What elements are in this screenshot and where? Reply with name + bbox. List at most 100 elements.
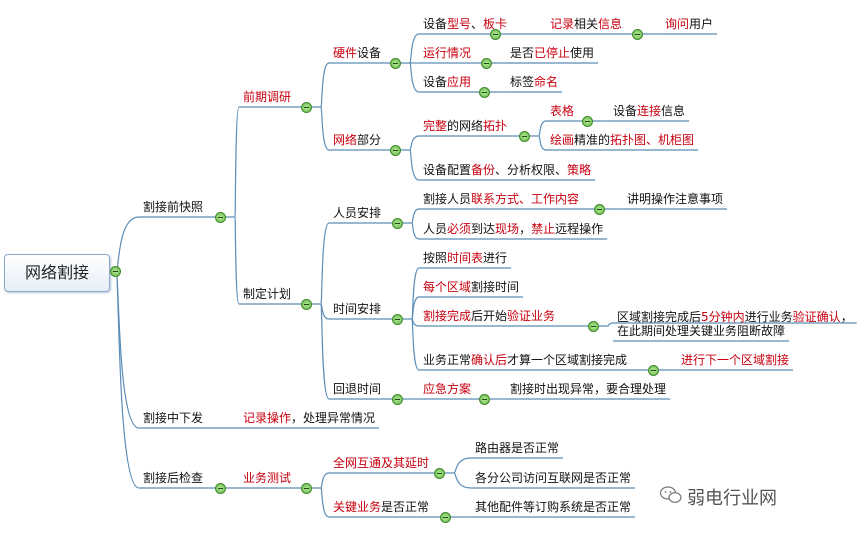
node-hw3a[interactable]: 标签命名: [510, 74, 558, 90]
connector: [607, 322, 614, 327]
node-rb1a[interactable]: 割接时出现异常，要合理处理: [510, 381, 666, 397]
node-text: 远程操作: [555, 222, 604, 236]
node-hw1a[interactable]: 记录相关信息: [550, 16, 622, 32]
node-staff1a[interactable]: 讲明操作注意事项: [627, 191, 723, 207]
node-hw3[interactable]: 设备应用: [423, 74, 471, 90]
node-time[interactable]: 时间安排: [333, 301, 381, 317]
node-biz[interactable]: 业务测试: [243, 470, 291, 486]
node-net1[interactable]: 完整的网络拓扑: [423, 118, 507, 134]
node-text: 完整: [423, 119, 448, 133]
node-text: 应用: [447, 75, 472, 89]
node-time4a[interactable]: 进行下一个区域割接: [681, 352, 789, 368]
node-text: 必须: [447, 222, 472, 236]
node-text: 验证业务: [507, 309, 556, 323]
node-net1b[interactable]: 绘画精准的拓扑图、机柜图: [550, 132, 694, 148]
collapse-icon[interactable]: [392, 394, 403, 405]
node-staff1[interactable]: 割接人员联系方式、工作内容: [423, 191, 579, 207]
collapse-icon[interactable]: [479, 394, 490, 405]
root-node[interactable]: 网络割接: [4, 254, 110, 292]
collapse-icon[interactable]: [215, 483, 226, 494]
node-research[interactable]: 前期调研: [243, 89, 291, 105]
node-time1[interactable]: 按照时间表进行: [423, 250, 507, 266]
node-staff2[interactable]: 人员必须到达现场，禁止远程操作: [423, 221, 603, 237]
node-net[interactable]: 网络部分: [333, 132, 381, 148]
node-staff[interactable]: 人员安排: [333, 205, 381, 221]
connector: [538, 135, 547, 151]
connector: [538, 120, 547, 137]
node-text: 5分钟内: [701, 310, 745, 324]
node-net1a[interactable]: 表格: [550, 103, 574, 119]
connector: [320, 472, 330, 489]
node-text: 在此期间处理关键业务阻断故障: [617, 324, 786, 338]
node-time4[interactable]: 业务正常确认后才算一个区域割接完成: [423, 352, 627, 368]
node-text: 进行下一个: [681, 353, 742, 367]
node-hw[interactable]: 硬件设备: [333, 45, 381, 61]
node-net2[interactable]: 设备配置备份、分析权限、策略: [423, 162, 591, 178]
collapse-icon[interactable]: [440, 512, 451, 523]
node-text: 备份: [471, 163, 496, 177]
node-hw1b[interactable]: 询问用户: [665, 16, 713, 32]
collapse-icon[interactable]: [582, 116, 593, 127]
node-mid1[interactable]: 记录操作，处理异常情况: [243, 410, 375, 426]
node-text: 业务测试: [243, 471, 292, 485]
node-biz1[interactable]: 全网互通及其延时: [333, 455, 429, 471]
node-text: 按照: [423, 251, 448, 265]
node-text: 用户: [689, 17, 714, 31]
node-text: 每个区域: [423, 280, 472, 294]
node-text: 信息: [661, 104, 686, 118]
node-biz2[interactable]: 关键业务是否正常: [333, 499, 429, 515]
collapse-icon[interactable]: [392, 314, 403, 325]
node-rollback[interactable]: 回退时间: [333, 381, 381, 397]
collapse-icon[interactable]: [519, 131, 530, 142]
node-text: 标签: [510, 75, 535, 89]
collapse-icon[interactable]: [588, 321, 599, 332]
node-text: 关键业务: [333, 500, 382, 514]
node-text: 策略: [567, 163, 592, 177]
connector: [320, 487, 330, 518]
connector: [234, 106, 240, 218]
connector: [409, 62, 420, 93]
connector: [453, 457, 472, 474]
node-time3a[interactable]: 区域割接完成后5分钟内进行业务验证确认，: [617, 309, 853, 325]
collapse-icon[interactable]: [110, 266, 121, 277]
collapse-icon[interactable]: [479, 87, 490, 98]
node-hw2[interactable]: 运行情况: [423, 45, 471, 61]
connector: [115, 270, 140, 489]
collapse-icon[interactable]: [392, 218, 403, 229]
node-mid[interactable]: 割接中下发: [143, 410, 203, 426]
collapse-icon[interactable]: [632, 29, 643, 40]
node-biz1a[interactable]: 路由器是否正常: [475, 440, 559, 456]
connector: [115, 216, 140, 272]
node-biz2a[interactable]: 其他配件等订购系统是否正常: [475, 499, 631, 515]
collapse-icon[interactable]: [390, 145, 401, 156]
node-post[interactable]: 割接后检查: [143, 470, 203, 486]
node-time3b[interactable]: 在此期间处理关键业务阻断故障: [617, 323, 785, 339]
node-time3[interactable]: 割接完成后开始验证业务: [423, 308, 555, 324]
collapse-icon[interactable]: [390, 58, 401, 69]
collapse-icon[interactable]: [490, 29, 501, 40]
collapse-icon[interactable]: [648, 365, 659, 376]
node-plan[interactable]: 制定计划: [243, 286, 291, 302]
collapse-icon[interactable]: [301, 102, 312, 113]
node-text: 业务正常: [423, 353, 472, 367]
collapse-icon[interactable]: [481, 58, 492, 69]
node-text: 割接时出现异常，要合理处理: [510, 382, 667, 396]
collapse-icon[interactable]: [301, 483, 312, 494]
node-hw2a[interactable]: 是否已停止使用: [510, 45, 594, 61]
connector: [320, 222, 330, 305]
node-text: 区域割接完成后: [617, 310, 702, 324]
node-text: 记录: [550, 17, 575, 31]
node-biz1b[interactable]: 各分公司访问互联网是否正常: [475, 470, 631, 486]
collapse-icon[interactable]: [594, 204, 605, 215]
node-text: 各分公司访问互联网是否正常: [475, 471, 632, 485]
node-hw1[interactable]: 设备型号、板卡: [423, 16, 507, 32]
collapse-icon[interactable]: [215, 212, 226, 223]
collapse-icon[interactable]: [301, 299, 312, 310]
node-pre[interactable]: 割接前快照: [143, 199, 203, 215]
node-text: 拓扑: [483, 119, 508, 133]
node-rb1[interactable]: 应急方案: [423, 381, 471, 397]
collapse-icon[interactable]: [434, 468, 445, 479]
node-time2[interactable]: 每个区域割接时间: [423, 279, 519, 295]
node-text: 割接完成: [423, 309, 472, 323]
node-net1a1[interactable]: 设备连接信息: [613, 103, 685, 119]
